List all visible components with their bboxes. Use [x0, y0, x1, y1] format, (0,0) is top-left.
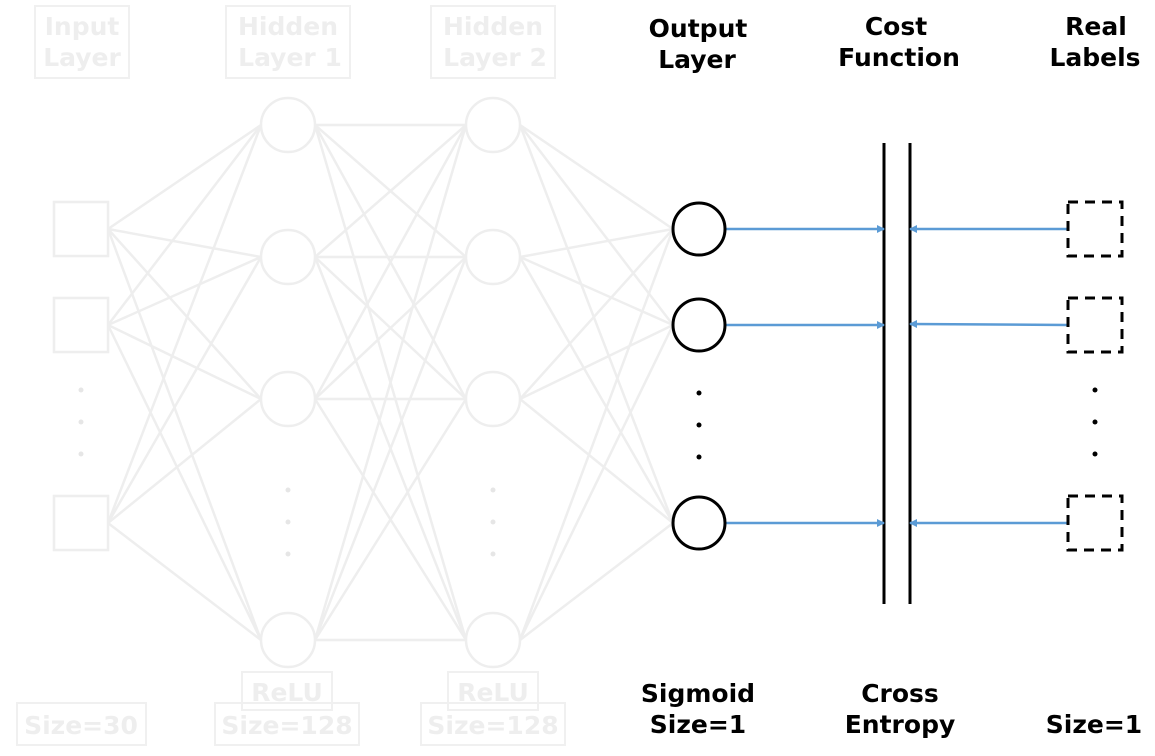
output-node: [671, 495, 727, 551]
output-ellipsis: [696, 390, 702, 460]
input-ellipsis-dot: [78, 387, 84, 393]
hidden-layer-1-node: [259, 370, 317, 428]
hidden2-to-output-edge: [519, 255, 674, 327]
real-label-node: [1066, 200, 1124, 258]
cost-function-header: Cost Function: [838, 12, 960, 72]
hidden-layer-2-node: [464, 611, 522, 669]
input-node: [52, 494, 110, 552]
output-layer-size: Size=1: [650, 710, 746, 739]
hidden1-to-hidden2-edge: [313, 256, 468, 641]
hidden-layer-2-header: Hidden Layer 2: [430, 5, 556, 79]
hidden-layer-1-title-line2: Layer 1: [238, 43, 342, 72]
hidden1-to-hidden2-edge: [314, 124, 467, 258]
hidden-layer-1-node-ellipsis-dot: [285, 487, 291, 493]
real-labels-title-line2: Labels: [1049, 43, 1140, 72]
input-to-hidden1-edge: [106, 124, 263, 524]
input-to-hidden1-edge: [107, 123, 262, 231]
hidden1-to-hidden2-edge: [313, 124, 468, 400]
input-to-hidden1-edge: [107, 124, 262, 326]
hidden-layer-2-node: [464, 96, 522, 154]
cost-function-title-line1: Cost: [865, 12, 927, 41]
hidden2-to-output-edge: [519, 522, 674, 641]
real-labels-header: Real Labels: [1049, 12, 1140, 72]
hidden2-to-output-edge: [519, 123, 674, 231]
input-to-hidden1-edge: [107, 228, 262, 400]
hidden-layer-1-node-ellipsis-dot: [285, 519, 291, 525]
input-layer-size: Size=30: [24, 711, 138, 740]
hidden2-to-output-edge: [518, 228, 675, 641]
input-ellipsis-dot: [78, 451, 84, 457]
real-labels-title-line1: Real: [1065, 12, 1127, 41]
input-layer-header: Input Layer: [34, 5, 130, 79]
hidden-layer-1-node: [259, 611, 317, 669]
hidden-layer-2-node-ellipsis-dot: [490, 487, 496, 493]
real-label-node: [1066, 296, 1124, 354]
input-to-hidden1-edge: [107, 398, 262, 524]
hidden2-to-output-edge: [519, 323, 674, 401]
hidden2-to-output-edge: [519, 227, 674, 259]
input-to-hidden1-edge: [107, 227, 262, 259]
hidden-layer-1-size: Size=128: [221, 711, 352, 740]
cost-function-footer: Cross Entropy: [845, 679, 956, 739]
hidden-layer-1-title-line1: Hidden: [238, 12, 338, 41]
hidden-layer-2-node-ellipsis-dot: [490, 519, 496, 525]
output-layer-title-line2: Layer: [658, 45, 736, 74]
input-to-hidden1-edge: [106, 256, 263, 524]
real-label-node: [1066, 494, 1124, 552]
hidden1-to-hidden2-edge: [313, 398, 468, 641]
hidden-layer-1-footer: ReLU Size=128: [214, 671, 360, 746]
real-labels-footer: Size=1: [1046, 710, 1142, 739]
input-layer-title-line2: Layer: [43, 43, 121, 72]
output-node: [671, 297, 727, 353]
output-node: [671, 201, 727, 257]
hidden2-to-output-edge: [518, 124, 675, 524]
hidden2-to-output-edge: [519, 124, 674, 326]
output-layer-header: Output Layer: [649, 14, 748, 74]
input-node: [52, 200, 110, 258]
input-layer-title-line1: Input: [45, 12, 120, 41]
hidden2-to-output-edge: [518, 256, 675, 524]
hidden1-to-hidden2-edge: [314, 256, 467, 400]
output-layer-title-line1: Output: [649, 14, 748, 43]
input-ellipsis-dot: [78, 419, 84, 425]
input-to-hidden1-edge: [107, 522, 262, 641]
hidden-layer-2-footer: ReLU Size=128: [420, 671, 566, 746]
label-to-cost-arrow-2: [909, 320, 1069, 329]
real-labels-size: Size=1: [1046, 710, 1142, 739]
cost-function-type-line2: Entropy: [845, 710, 956, 739]
input-to-hidden1-edge: [106, 228, 263, 641]
hidden-layer-2-title-line1: Hidden: [443, 12, 543, 41]
hidden-layer-1-node: [259, 96, 317, 154]
hidden-layer-2-node: [464, 228, 522, 286]
cost-function-type-line1: Cross: [861, 679, 939, 708]
hidden2-to-output-edge: [519, 228, 674, 400]
cost-function-title-line2: Function: [838, 43, 960, 72]
real-labels-ellipsis: [1092, 387, 1098, 457]
faded-nodes: [52, 96, 522, 669]
hidden-layer-2-title-line2: Layer 2: [443, 43, 547, 72]
input-to-hidden1-edge: [107, 255, 262, 327]
faded-connections: [106, 123, 675, 642]
output-layer-footer: Sigmoid Size=1: [641, 679, 755, 739]
input-node: [52, 296, 110, 354]
hidden-layer-2-node: [464, 370, 522, 428]
input-layer-footer: Size=30: [16, 702, 147, 746]
hidden1-to-hidden2-edge: [313, 124, 468, 641]
input-to-hidden1-edge: [106, 324, 263, 641]
input-to-hidden1-edge: [107, 323, 262, 401]
hidden-layer-1-node: [259, 228, 317, 286]
hidden-layer-2-size: Size=128: [427, 711, 558, 740]
hidden-layer-1-header: Hidden Layer 1: [225, 5, 351, 79]
hidden-layer-1-node-ellipsis-dot: [285, 551, 291, 557]
hidden-layer-2-node-ellipsis-dot: [490, 551, 496, 557]
hidden2-to-output-edge: [519, 398, 674, 524]
output-layer-activation: Sigmoid: [641, 679, 755, 708]
hidden2-to-output-edge: [518, 324, 675, 641]
